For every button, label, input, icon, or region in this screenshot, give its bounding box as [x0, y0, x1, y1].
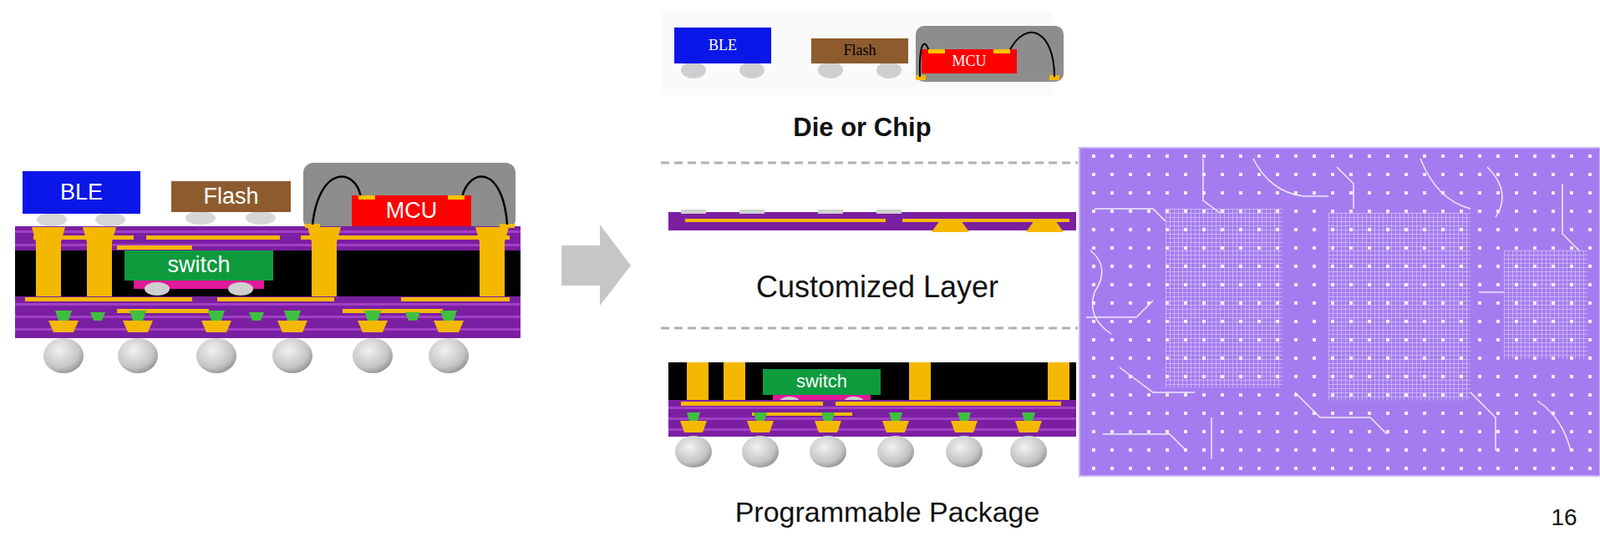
embedded-chip: switch	[762, 369, 881, 396]
chip-box: BLE	[22, 171, 141, 214]
chip-name: MCU	[386, 198, 438, 224]
pcb-layout-image	[1079, 147, 1600, 477]
custom-layer	[668, 209, 1077, 233]
layer-title: Programmable Package	[735, 497, 1041, 529]
chip-name: switch	[167, 253, 230, 279]
layer-title: Die or Chip	[792, 113, 931, 143]
chip-name: BLE	[60, 180, 103, 206]
embedded-chip: switch	[124, 250, 274, 281]
left-package	[15, 162, 521, 374]
chip-name: MCU	[951, 53, 986, 71]
chip-name: BLE	[708, 37, 737, 55]
layer-title: Customized Layer	[756, 270, 999, 305]
chip-box: MCU	[351, 195, 472, 227]
page-number: 16	[1550, 505, 1577, 532]
programmable-package	[668, 362, 1077, 468]
chip-box: MCU	[921, 49, 1017, 74]
chip-name: Flash	[203, 184, 259, 210]
chip-name: switch	[796, 371, 848, 392]
die-layer	[661, 11, 1064, 96]
chip-name: Flash	[843, 42, 876, 60]
chip-box: BLE	[674, 27, 772, 64]
chip-box: Flash	[171, 181, 291, 213]
chip-box: Flash	[811, 38, 909, 64]
transform-arrow	[561, 224, 631, 306]
